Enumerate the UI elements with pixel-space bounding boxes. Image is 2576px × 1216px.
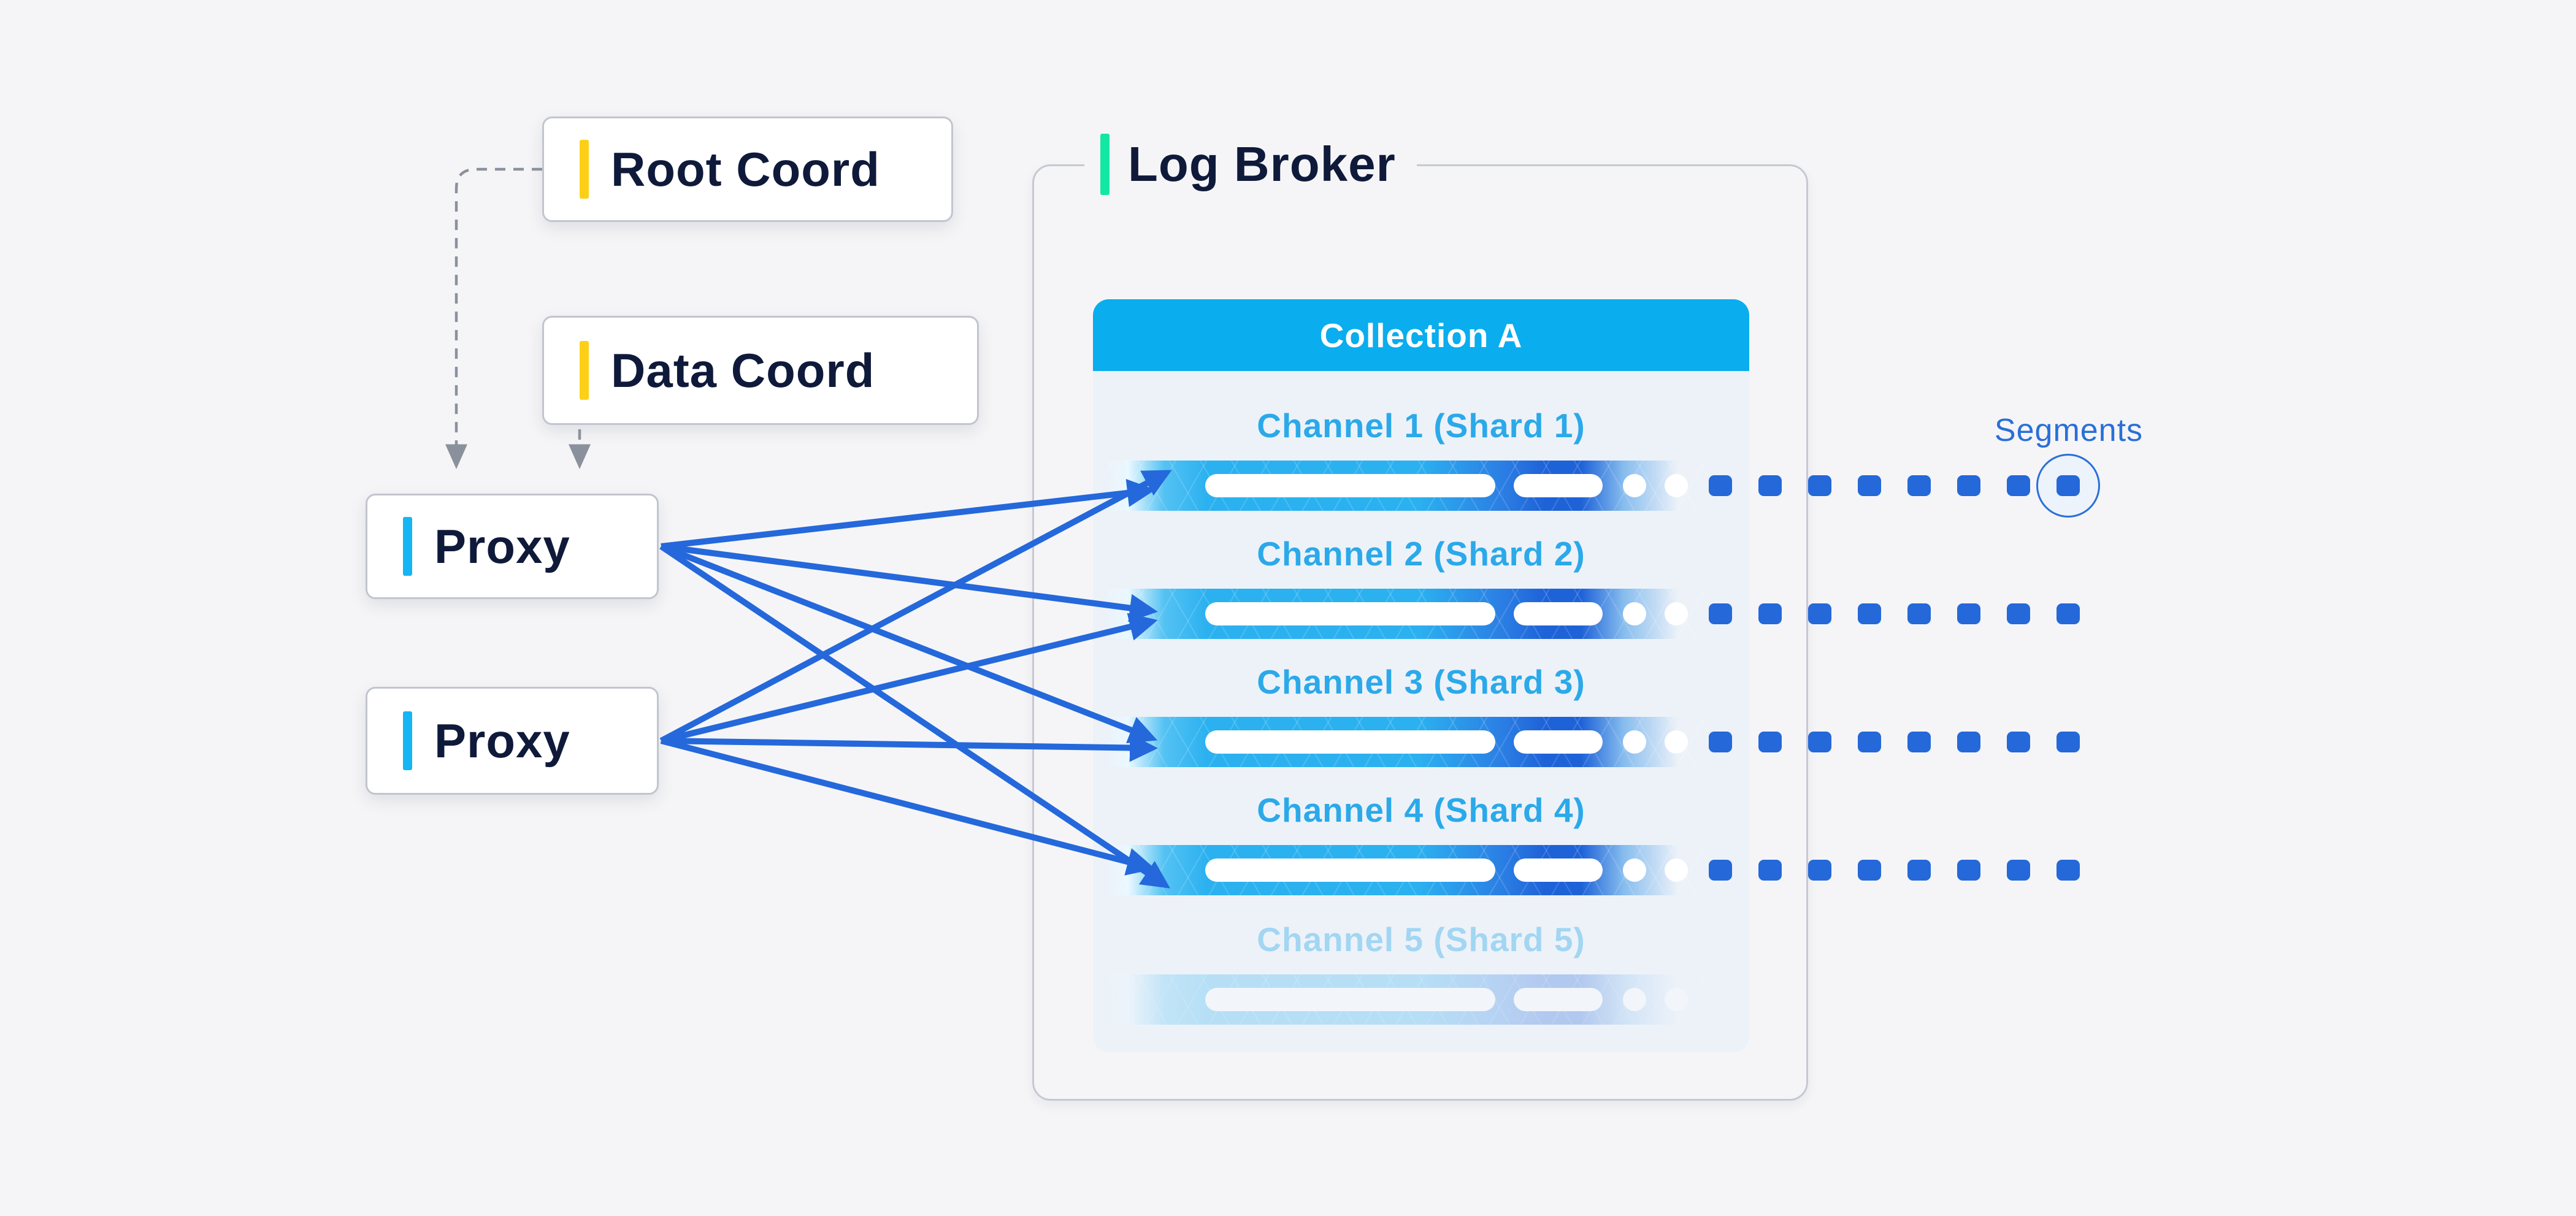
channel-message-pill <box>1623 858 1646 882</box>
proxy-node-1: Proxy <box>366 494 659 599</box>
channel-message-pill <box>1205 730 1495 754</box>
segment-dot <box>1858 603 1881 624</box>
channel-message-pill <box>1665 858 1688 882</box>
segment-dot <box>2007 475 2030 496</box>
segment-dot <box>1907 732 1931 752</box>
channel-message-pill <box>1205 474 1495 497</box>
channel-band <box>1104 717 1708 767</box>
channel-message-pill <box>1623 474 1646 497</box>
segment-dot <box>1709 475 1732 496</box>
channel-title: Channel 5 (Shard 5) <box>1257 920 1585 958</box>
channel-message-pill <box>1205 988 1495 1011</box>
segment-dot <box>1957 475 1980 496</box>
channel-message-pill <box>1665 988 1688 1011</box>
data-coord-accent-bar <box>580 341 589 400</box>
channel-band <box>1104 461 1708 511</box>
log-broker-legend: Log Broker <box>1084 119 1417 210</box>
segment-dot <box>2057 475 2080 496</box>
segment-dot <box>1808 860 1831 881</box>
segment-dot <box>2057 603 2080 624</box>
segment-dot <box>1858 475 1881 496</box>
segment-dot <box>1858 860 1881 881</box>
channel-band <box>1104 589 1708 639</box>
segment-dot <box>1758 603 1782 624</box>
proxy-2-label: Proxy <box>434 713 570 768</box>
collection-panel: Collection A <box>1093 299 1749 1052</box>
root-coord-node: Root Coord <box>542 117 953 222</box>
proxy-1-label: Proxy <box>434 519 570 573</box>
data-coord-label: Data Coord <box>611 343 875 397</box>
root-coord-accent-bar <box>580 140 589 199</box>
channel-message-pill <box>1205 858 1495 882</box>
segment-dot <box>1808 475 1831 496</box>
channel-title: Channel 2 (Shard 2) <box>1257 535 1585 573</box>
channel-message-pill <box>1623 602 1646 625</box>
channel-message-pill <box>1665 602 1688 625</box>
channel-message-pill <box>1514 730 1603 754</box>
channel-message-pill <box>1205 602 1495 625</box>
segment-dot <box>1758 860 1782 881</box>
proxy-node-2: Proxy <box>366 687 659 795</box>
segment-dot <box>2057 860 2080 881</box>
channel-message-pill <box>1623 730 1646 754</box>
segment-dot <box>1907 603 1931 624</box>
segment-dot <box>2057 732 2080 752</box>
data-coord-node: Data Coord <box>542 316 979 425</box>
channel-message-pill <box>1514 474 1603 497</box>
segment-dot <box>2007 860 2030 881</box>
segment-dot <box>1709 603 1732 624</box>
segment-dot <box>1808 732 1831 752</box>
segment-dot <box>1709 732 1732 752</box>
segment-dot <box>1709 860 1732 881</box>
channel-message-pill <box>1623 988 1646 1011</box>
segment-dot <box>1957 860 1980 881</box>
channel-message-pill <box>1514 858 1603 882</box>
channel-message-pill <box>1665 730 1688 754</box>
channel-band <box>1104 845 1708 895</box>
segment-dot <box>1808 603 1831 624</box>
channel-title: Channel 4 (Shard 4) <box>1257 791 1585 829</box>
segment-dot <box>1957 732 1980 752</box>
segment-dot <box>2007 732 2030 752</box>
segment-dot <box>1907 475 1931 496</box>
proxy-1-accent-bar <box>403 517 412 576</box>
segment-dot <box>1758 475 1782 496</box>
channel-title: Channel 3 (Shard 3) <box>1257 663 1585 701</box>
log-broker-accent-bar <box>1100 134 1110 195</box>
segment-dot <box>1907 860 1931 881</box>
root-coord-label: Root Coord <box>611 142 880 196</box>
channel-message-pill <box>1665 474 1688 497</box>
channel-message-pill <box>1514 602 1603 625</box>
segment-dot <box>2007 603 2030 624</box>
segment-dot <box>1957 603 1980 624</box>
channel-message-pill <box>1514 988 1603 1011</box>
collection-header: Collection A <box>1093 299 1749 371</box>
channel-band <box>1104 974 1708 1025</box>
proxy-2-accent-bar <box>403 711 412 770</box>
log-broker-title: Log Broker <box>1128 137 1396 191</box>
segment-dot <box>1858 732 1881 752</box>
segment-dot <box>1758 732 1782 752</box>
channel-title: Channel 1 (Shard 1) <box>1257 407 1585 445</box>
segments-annotation-label: Segments <box>1994 413 2144 448</box>
